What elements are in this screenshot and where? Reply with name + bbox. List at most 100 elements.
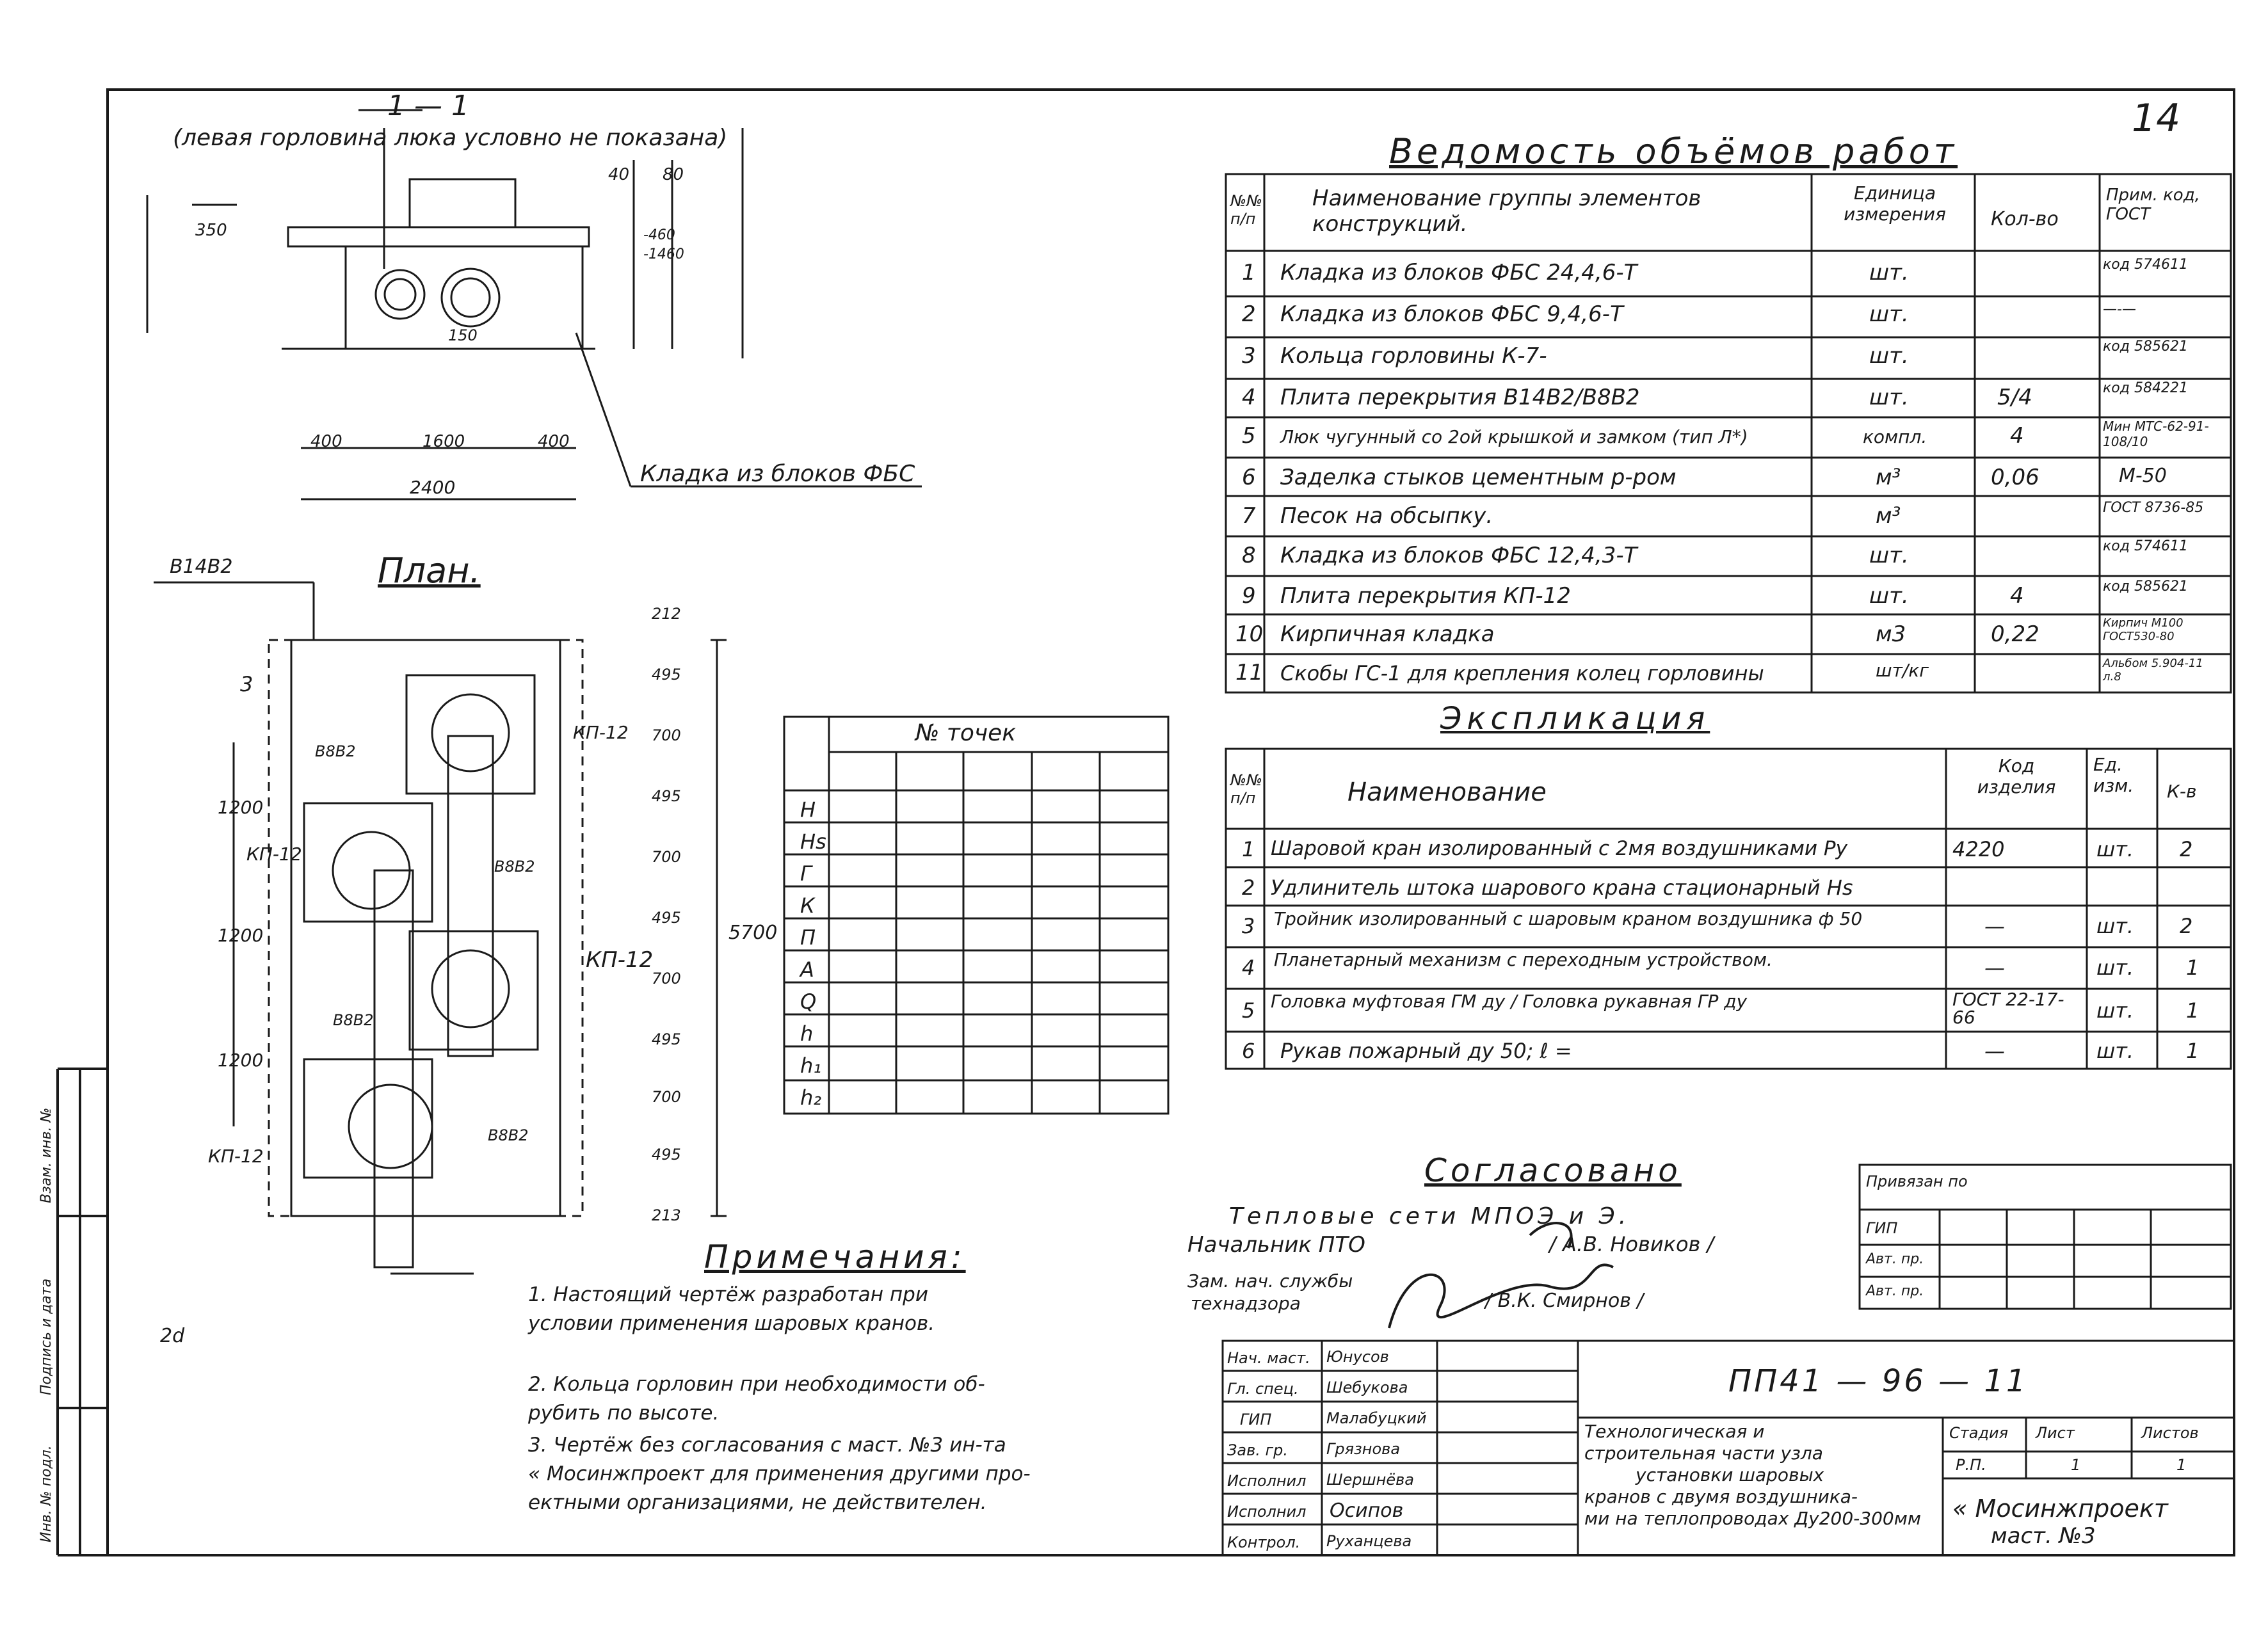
plan-dim: 495: [652, 787, 681, 805]
plan-dim: 495: [652, 1030, 681, 1048]
plan-label-kp12: КП-12: [573, 722, 629, 743]
explication-row-num: 6: [1242, 1039, 1255, 1063]
agreed-title: Согласовано: [1424, 1152, 1682, 1189]
agreed-line2a: Начальник ПТО: [1187, 1232, 1365, 1258]
stamp-org: « Мосинжпроект: [1952, 1494, 2168, 1523]
volumes-row-qty: 0,06: [1991, 465, 2039, 490]
plan-label-kp12: КП-12: [208, 1146, 264, 1167]
explication-row-unit: шт.: [2096, 914, 2134, 938]
volumes-row-num: 2: [1242, 301, 1256, 327]
volumes-row-name: Кирпичная кладка: [1280, 621, 1495, 647]
plan-drawing: [154, 581, 727, 1275]
point-row: П: [800, 925, 816, 950]
agreed-line1: Тепловые сети МПОЭ и Э.: [1229, 1203, 1630, 1229]
tied-title: Привязан по: [1866, 1172, 1968, 1190]
volumes-row-unit: компл.: [1863, 426, 1927, 447]
dim-400b: 400: [538, 432, 570, 451]
plan-dim-1200: 1200: [218, 925, 264, 946]
point-row: Hs: [800, 829, 826, 854]
volumes-row-num: 7: [1242, 503, 1256, 529]
volumes-row-unit: шт/кг: [1876, 660, 1929, 681]
plan-label-2d: 2d: [160, 1325, 185, 1347]
volumes-row-unit: шт.: [1869, 343, 1909, 369]
margin-inv: Инв. № подл.: [38, 1445, 54, 1542]
agreed-line3a: Зам. нач. службы: [1187, 1270, 1353, 1292]
plan-dim: 700: [652, 1088, 681, 1106]
explication-header-name: Наименование: [1347, 778, 1547, 807]
volumes-row-name: Скобы ГС-1 для крепления колец горловины: [1280, 661, 1764, 685]
stamp-title-line: кранов с двумя воздушника-: [1584, 1486, 1858, 1507]
stamp-person: Малабуцкий: [1326, 1409, 1427, 1427]
volumes-row-unit: шт.: [1869, 543, 1909, 568]
volumes-row-qty: 5/4: [1997, 385, 2032, 410]
volumes-row-name: Плита перекрытия КП-12: [1280, 583, 1571, 609]
plan-dim-1200: 1200: [218, 797, 264, 818]
explication-row-qty: 1: [2186, 1039, 2200, 1063]
note-line: 1. Настоящий чертёж разработан при: [528, 1283, 928, 1306]
explication-row-unit: шт.: [2096, 956, 2134, 980]
volumes-header-name: Наименование группы элементов конструкци…: [1312, 186, 1701, 237]
volumes-row-note: ГОСТ 8736-85: [2103, 500, 2204, 516]
tied-row: Авт. пр.: [1866, 1251, 1924, 1267]
dim-m1460: -1460: [643, 246, 684, 262]
point-row: h₂: [800, 1085, 822, 1110]
note-line: 3. Чертёж без согласования с маст. №3 ин…: [528, 1434, 1006, 1457]
point-row: К: [800, 893, 815, 918]
stamp-person: Юнусов: [1326, 1348, 1389, 1366]
note-line: ектными организациями, не действителен.: [528, 1491, 987, 1514]
volumes-row-num: 4: [1242, 385, 1256, 410]
stamp-stage-header: Стадия: [1949, 1424, 2009, 1442]
explication-row-qty: 2: [2180, 837, 2193, 861]
tied-row: ГИП: [1866, 1219, 1898, 1237]
dim-2400: 2400: [410, 477, 456, 498]
explication-header-unit: Ед. изм.: [2093, 754, 2134, 796]
stamp-person: Осипов: [1330, 1500, 1404, 1522]
dim-m460: -460: [643, 227, 675, 243]
signature-mark-2: [1529, 1222, 1573, 1249]
explication-row-name: Планетарный механизм с переходным устрой…: [1274, 949, 1773, 970]
stamp-role: Гл. спец.: [1227, 1380, 1299, 1398]
plan-dim: 495: [652, 666, 681, 684]
note-line: 2. Кольца горловин при необходимости об-: [528, 1373, 985, 1396]
plan-dim-total: 5700: [728, 922, 778, 944]
margin-swap: Взам. инв. №: [38, 1107, 54, 1203]
stamp-sheet: 1: [2071, 1456, 2081, 1474]
explication-row-name: Шаровой кран изолированный с 2мя воздушн…: [1271, 837, 1847, 860]
volumes-row-name: Кольца горловины К-7-: [1280, 343, 1547, 369]
stamp-sheet-header: Лист: [2036, 1424, 2075, 1442]
volumes-row-qty: 4: [2010, 583, 2024, 609]
volumes-row-note: код 574611: [2103, 538, 2188, 554]
volumes-row-name: Кладка из блоков ФБС 12,4,3-Т: [1280, 543, 1637, 568]
volumes-header-unit: Единица измерения: [1844, 182, 1946, 225]
dim-80: 80: [663, 165, 684, 184]
explication-row-unit: шт.: [2096, 1039, 2134, 1063]
dim-400a: 400: [310, 432, 342, 451]
volumes-row-num: 1: [1242, 260, 1256, 285]
stamp-role: Исполнил: [1227, 1472, 1307, 1490]
point-row: А: [800, 957, 814, 982]
points-table-title: № точек: [915, 720, 1017, 746]
volumes-row-note: Мин МТС-62-91-108/10: [2103, 419, 2209, 449]
volumes-row-num: 5: [1242, 423, 1256, 449]
volumes-row-name: Плита перекрытия В14В2/В8В2: [1280, 385, 1640, 410]
explication-table-grid: [1225, 748, 2232, 1070]
dim-1600: 1600: [422, 432, 465, 451]
plan-title: План.: [378, 550, 481, 591]
plan-dim: 495: [652, 909, 681, 927]
volumes-header-num: №№ п/п: [1230, 192, 1262, 228]
volumes-title: Ведомость объёмов работ: [1389, 131, 1958, 172]
dim-40: 40: [608, 165, 630, 184]
volumes-row-name: Заделка стыков цементным р-ром: [1280, 465, 1677, 490]
explication-row-qty: 1: [2186, 956, 2200, 980]
stamp-role: Контрол.: [1227, 1533, 1301, 1551]
volumes-row-num: 9: [1242, 583, 1256, 609]
explication-title: Экспликация: [1440, 701, 1710, 737]
volumes-row-qty: 0,22: [1991, 621, 2039, 647]
volumes-row-num: 11: [1235, 660, 1264, 685]
volumes-row-unit: шт.: [1869, 301, 1909, 327]
volumes-row-num: 3: [1242, 343, 1256, 369]
plan-dim: 700: [652, 848, 681, 866]
volumes-row-note: код 585621: [2103, 579, 2188, 595]
page-number: 14: [2132, 96, 2181, 141]
